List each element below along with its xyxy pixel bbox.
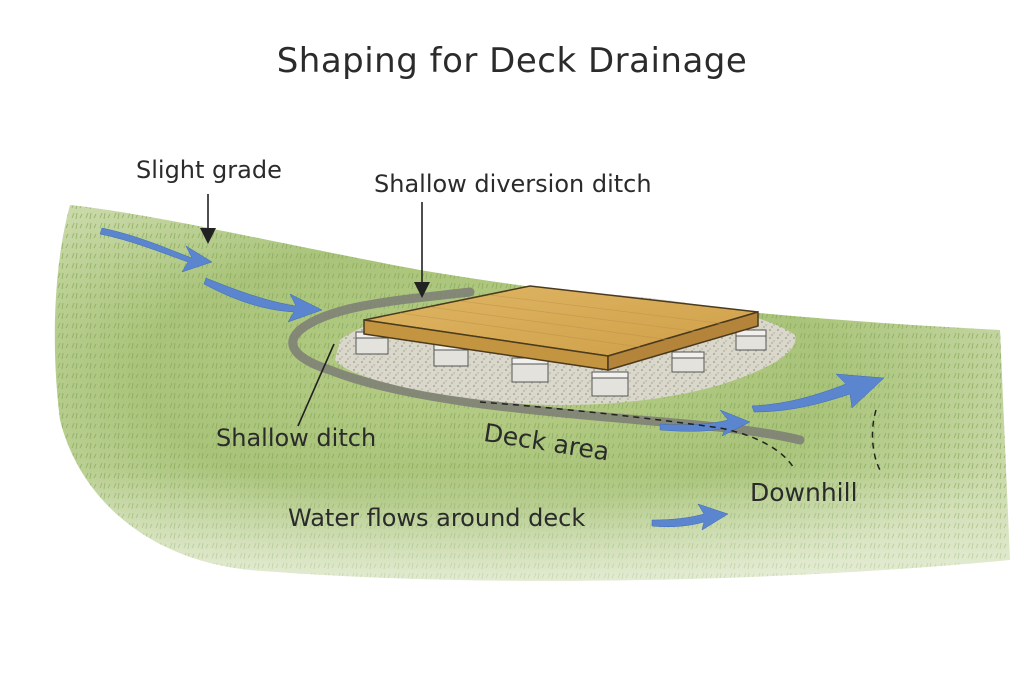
pier: [591, 371, 629, 397]
flow-arrow: [751, 373, 885, 413]
deck-platform: [363, 285, 759, 372]
flow-arrow: [99, 227, 213, 273]
flow-arrow: [203, 277, 323, 323]
diagram-title: Shaping for Deck Drainage: [276, 41, 748, 81]
shallow-ditch-pointer: [297, 343, 335, 427]
diversion-ditch-label: Shallow diversion ditch: [374, 170, 652, 198]
dashed-guides: [479, 401, 881, 471]
slight-grade-label: Slight grade: [136, 156, 282, 184]
downhill-dashed-line: [871, 409, 881, 471]
downhill-label: Downhill: [750, 478, 858, 507]
deck-area-dashed-line: [479, 401, 796, 471]
water-flow-arrows: [99, 227, 885, 531]
flow-arrow: [651, 503, 729, 531]
pier: [735, 329, 767, 351]
leader-lines: [200, 194, 430, 427]
water-flows-label: Water flows around deck: [288, 504, 586, 532]
shallow-ditch-label: Shallow ditch: [216, 424, 377, 452]
pier: [511, 357, 549, 383]
pier: [671, 351, 705, 373]
